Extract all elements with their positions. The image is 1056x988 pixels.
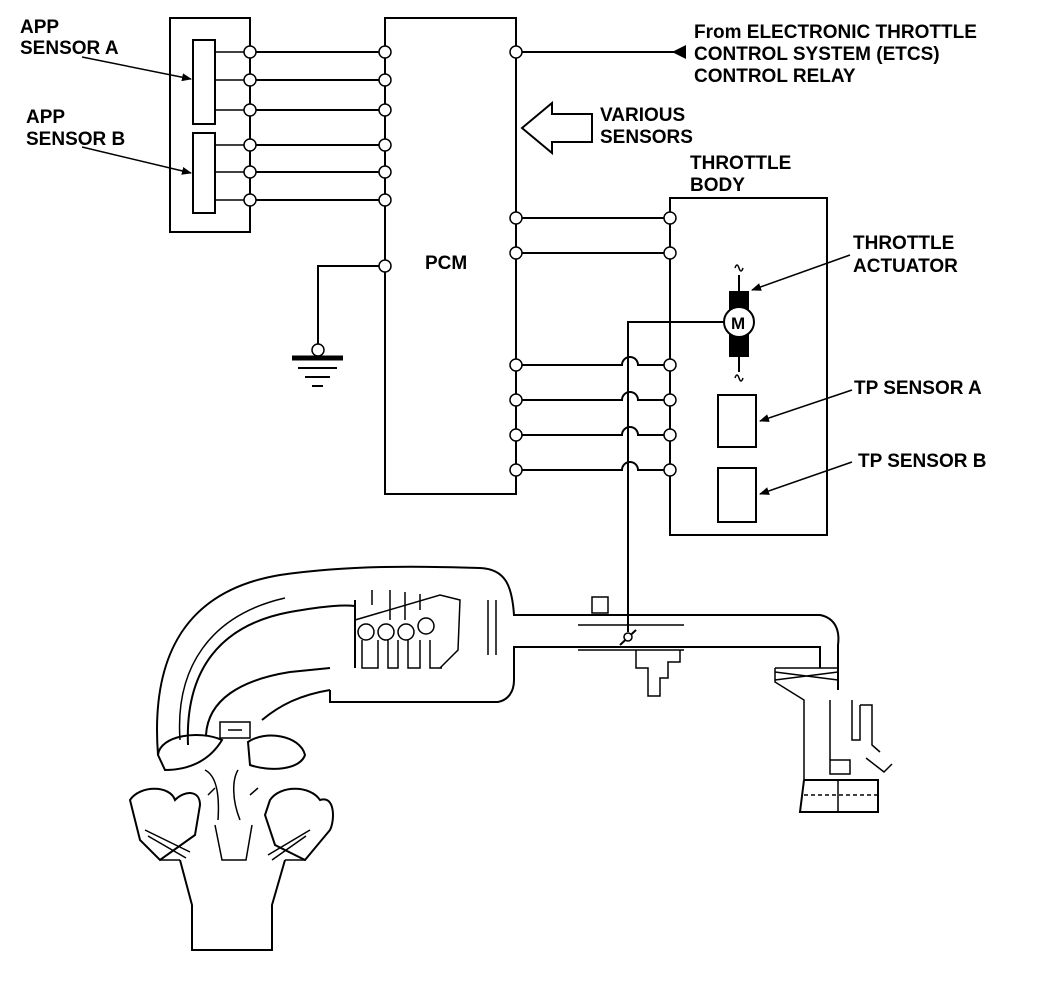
- app-sensor-b-line1: APP: [26, 107, 65, 128]
- app-sensor-assembly: [169, 17, 251, 233]
- various-sensors-line1: VARIOUS: [600, 105, 685, 126]
- throttle-actuator-label: THROTTLE ACTUATOR: [853, 233, 960, 277]
- tp-sensor-b-label: TP SENSOR B: [858, 451, 986, 472]
- throttle-actuator: M: [723, 264, 755, 382]
- app-to-pcm-wires: [250, 51, 385, 201]
- app-sensor-a-element: [192, 39, 216, 125]
- app-sensor-a-line2: SENSOR A: [20, 38, 119, 59]
- pcm-label: PCM: [425, 253, 467, 274]
- leader-arrows: [81, 56, 853, 495]
- throttle-body-line2: BODY: [690, 175, 745, 196]
- app-sensor-b-line2: SENSOR B: [26, 129, 125, 150]
- various-sensors-line2: SENSORS: [600, 127, 693, 148]
- tp-sensor-b-element: [717, 467, 757, 523]
- connector-pins: [243, 45, 677, 477]
- app-sensor-a-line1: APP: [20, 17, 59, 38]
- ground-symbol: [292, 265, 385, 387]
- various-sensors-label: VARIOUS SENSORS: [600, 105, 693, 148]
- throttle-body-line1: THROTTLE: [690, 153, 791, 174]
- etcs-label: From ELECTRONIC THROTTLE CONTROL SYSTEM …: [694, 22, 982, 87]
- throttle-actuator-line1: THROTTLE: [853, 233, 954, 254]
- etcs-line3: CONTROL RELAY: [694, 66, 856, 87]
- various-sensors-arrow: [520, 100, 593, 156]
- actuator-linkage: [627, 321, 724, 632]
- tp-sensor-a-label: TP SENSOR A: [854, 378, 982, 399]
- tp-sensor-a-element: [717, 394, 757, 448]
- pcm-to-throttle-wires: [516, 217, 670, 471]
- pcm-box: [384, 17, 517, 495]
- etcs-relay-wire: [516, 45, 686, 59]
- motor-label: M: [731, 314, 745, 333]
- throttle-actuator-line2: ACTUATOR: [853, 256, 958, 277]
- throttle-body-label: THROTTLE BODY: [690, 153, 797, 196]
- app-sensor-b-label: APP SENSOR B: [26, 107, 125, 150]
- intake-manifold-illustration: [128, 565, 893, 951]
- app-sensor-a-label: APP SENSOR A: [20, 17, 119, 59]
- etcs-line1: From ELECTRONIC THROTTLE: [694, 22, 977, 43]
- etcs-line2: CONTROL SYSTEM (ETCS): [694, 44, 940, 65]
- app-sensor-b-element: [192, 132, 216, 214]
